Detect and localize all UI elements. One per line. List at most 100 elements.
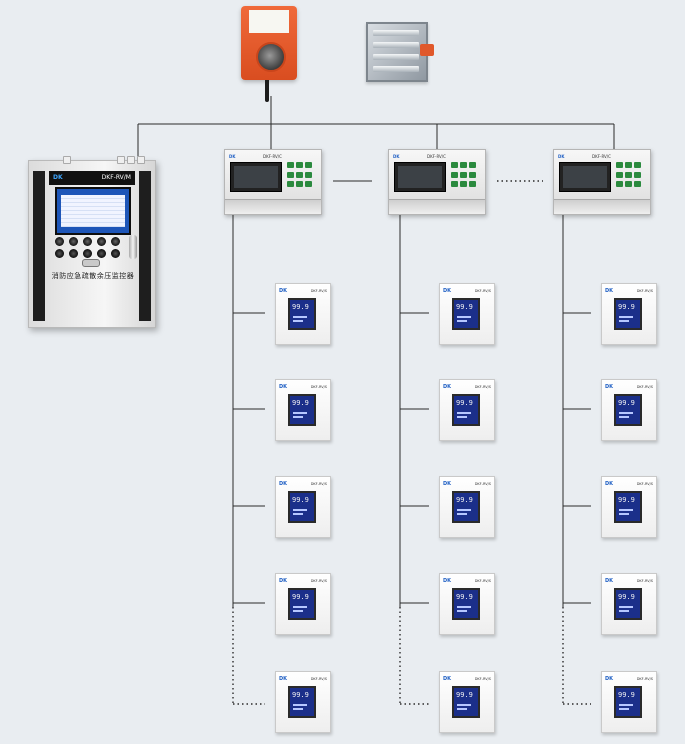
controller-key <box>634 162 641 168</box>
controller-terminal-block <box>554 199 650 214</box>
controller-key <box>296 162 303 168</box>
sensor-display: 99.9 <box>452 491 480 523</box>
damper-actuator <box>241 6 297 102</box>
sensor-reading: 99.9 <box>456 399 473 407</box>
sensor-bar <box>293 320 303 322</box>
sensor-bar <box>293 416 303 418</box>
controller-screen <box>394 162 446 192</box>
controller-key <box>287 172 294 178</box>
controller-key <box>634 172 641 178</box>
sensor-model: DKF-RV/S <box>474 579 491 583</box>
sensor-brand: DK <box>279 578 288 584</box>
cabinet-knob <box>83 237 92 246</box>
sensor-reading: 99.9 <box>618 399 635 407</box>
sensor-display: 99.9 <box>614 394 642 426</box>
actuator-cable <box>265 80 269 102</box>
sensor-display: 99.9 <box>288 686 316 718</box>
cable-gland <box>137 156 145 164</box>
sensor-brand: DK <box>443 288 452 294</box>
cabinet-name: 消防应急疏散余压监控器 <box>51 272 135 280</box>
sensor-bar <box>457 316 471 318</box>
damper-blade <box>373 30 419 36</box>
sensor-model: DKF-RV/S <box>636 579 653 583</box>
sensor-model: DKF-RV/S <box>310 289 327 293</box>
sensor-brand: DK <box>279 481 288 487</box>
sensor-bar <box>619 416 629 418</box>
sensor-display: 99.9 <box>614 298 642 330</box>
sensor-reading: 99.9 <box>456 593 473 601</box>
sensor-brand: DK <box>605 288 614 294</box>
sensor-bar <box>619 610 629 612</box>
sensor-display: 99.9 <box>288 394 316 426</box>
controller-key <box>460 181 467 187</box>
controller-key <box>451 162 458 168</box>
pressure-sensor: DK DKF-RV/S 99.9 <box>601 671 657 733</box>
sensor-brand: DK <box>605 481 614 487</box>
sensor-brand: DK <box>443 384 452 390</box>
sensor-brand: DK <box>605 676 614 682</box>
controller-key <box>287 162 294 168</box>
cabinet-button <box>69 249 78 258</box>
controller-model: DKF-RV/C <box>427 154 446 159</box>
sensor-reading: 99.9 <box>618 303 635 311</box>
cable-gland <box>127 156 135 164</box>
cabinet-door-handle <box>129 235 137 259</box>
controller-screen <box>230 162 282 192</box>
cabinet-button <box>83 249 92 258</box>
controller-key <box>616 162 623 168</box>
sensor-display: 99.9 <box>288 491 316 523</box>
damper-blade <box>373 54 419 60</box>
sensor-bar <box>457 509 471 511</box>
sensor-bar <box>619 704 633 706</box>
sensor-bar <box>619 606 633 608</box>
sensor-bar <box>457 416 467 418</box>
actuator-knob <box>256 42 286 72</box>
cable-gland <box>117 156 125 164</box>
sensor-bar <box>619 513 629 515</box>
controller-key <box>634 181 641 187</box>
sensor-display: 99.9 <box>452 394 480 426</box>
controller-key <box>305 181 312 187</box>
cabinet-screen-table <box>61 195 125 227</box>
sensor-model: DKF-RV/S <box>636 289 653 293</box>
sensor-bar <box>293 708 303 710</box>
sensor-reading: 99.9 <box>292 496 309 504</box>
sensor-model: DKF-RV/S <box>636 482 653 486</box>
sensor-bar <box>293 610 303 612</box>
pressure-sensor: DK DKF-RV/S 99.9 <box>601 283 657 345</box>
controller-key <box>616 181 623 187</box>
sensor-display: 99.9 <box>452 588 480 620</box>
sensor-brand: DK <box>443 578 452 584</box>
sensor-bar <box>619 316 633 318</box>
pressure-sensor: DK DKF-RV/S 99.9 <box>439 573 495 635</box>
sensor-reading: 99.9 <box>292 399 309 407</box>
controller-terminal-block <box>389 199 485 214</box>
cabinet-knob <box>111 237 120 246</box>
sensor-model: DKF-RV/S <box>474 385 491 389</box>
controller-key <box>296 181 303 187</box>
pressure-sensor: DK DKF-RV/S 99.9 <box>439 379 495 441</box>
sensor-display: 99.9 <box>614 686 642 718</box>
sensor-reading: 99.9 <box>456 303 473 311</box>
sensor-reading: 99.9 <box>292 593 309 601</box>
sensor-display: 99.9 <box>288 298 316 330</box>
cabinet-button <box>111 249 120 258</box>
sensor-display: 99.9 <box>452 686 480 718</box>
sensor-bar <box>457 513 467 515</box>
sensor-reading: 99.9 <box>292 691 309 699</box>
cabinet-knob <box>55 237 64 246</box>
sensor-model: DKF-RV/S <box>636 677 653 681</box>
controller-key <box>305 162 312 168</box>
cabinet-touchscreen <box>55 187 131 235</box>
controller-key <box>625 181 632 187</box>
sensor-model: DKF-RV/S <box>310 579 327 583</box>
sensor-bar <box>619 509 633 511</box>
cabinet-model: DKF-RV/M <box>101 174 131 181</box>
controller-key <box>305 172 312 178</box>
sensor-reading: 99.9 <box>456 496 473 504</box>
